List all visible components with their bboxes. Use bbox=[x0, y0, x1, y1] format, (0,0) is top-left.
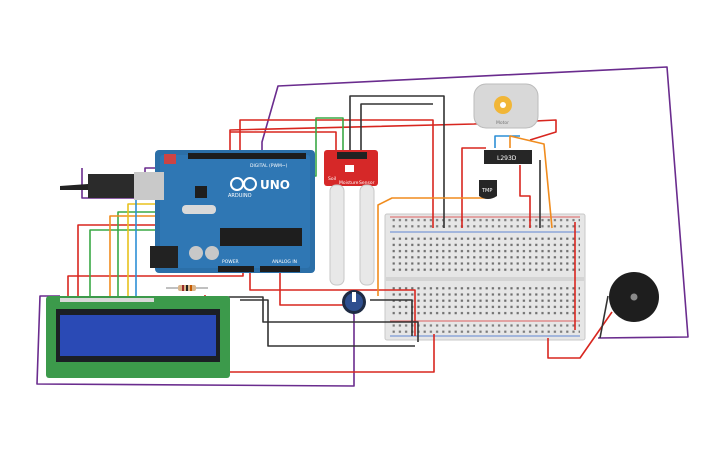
arduino-logo-icon bbox=[230, 177, 257, 191]
sensor-pin-sensor: Sensor bbox=[359, 180, 375, 186]
wire-black-top[interactable] bbox=[349, 95, 445, 228]
sensor-pin-moisture: Moisture bbox=[339, 180, 359, 186]
tmp-sensor[interactable]: TMP bbox=[479, 180, 497, 199]
power-jack bbox=[150, 246, 178, 268]
wire-red-left[interactable] bbox=[77, 224, 155, 296]
digital-label: DIGITAL (PWM~) bbox=[250, 163, 288, 169]
wire-black-pot[interactable] bbox=[370, 299, 413, 336]
driver-label: L293D bbox=[497, 155, 517, 162]
wire-purple-top-loop[interactable] bbox=[261, 66, 689, 339]
small-chip bbox=[195, 186, 207, 198]
capacitor-2 bbox=[205, 246, 219, 260]
top-terminal-strip bbox=[390, 234, 580, 274]
usb-plug bbox=[60, 184, 88, 190]
center-channel bbox=[386, 277, 584, 281]
wire-red-driver[interactable] bbox=[461, 147, 486, 228]
wire-red-pot[interactable] bbox=[279, 258, 343, 306]
piezo-buzzer[interactable] bbox=[609, 272, 659, 322]
arduino-uno[interactable]: UNO ARDUINO DIGITAL (PWM~) POWER ANALOG … bbox=[60, 150, 315, 273]
arduino-brand: UNO bbox=[260, 178, 290, 192]
wire-orange-driver[interactable] bbox=[509, 135, 553, 229]
wire-red-buzzer[interactable] bbox=[547, 311, 613, 359]
wire-black-lcd2[interactable] bbox=[240, 299, 415, 347]
top-power-rail bbox=[390, 218, 580, 231]
sensor-pin-soil: Soil bbox=[328, 176, 336, 182]
resistor[interactable] bbox=[166, 285, 208, 291]
digital-header bbox=[188, 153, 306, 159]
capacitor-1 bbox=[189, 246, 203, 260]
reset-button[interactable] bbox=[164, 154, 176, 164]
wire-black-top2[interactable] bbox=[360, 103, 433, 150]
tmp-label: TMP bbox=[481, 188, 492, 194]
crystal bbox=[182, 205, 216, 214]
wire-red-bottom[interactable] bbox=[249, 258, 416, 336]
analog-header bbox=[260, 266, 300, 272]
potentiometer[interactable] bbox=[342, 290, 366, 314]
wire-red-driver2[interactable] bbox=[519, 165, 531, 228]
analog-label: ANALOG IN bbox=[272, 259, 297, 265]
breadboard bbox=[384, 213, 586, 341]
dc-motor[interactable]: Motor bbox=[473, 83, 539, 129]
atmega-chip bbox=[220, 228, 302, 246]
usb-port bbox=[134, 172, 164, 200]
power-header bbox=[218, 266, 254, 272]
bottom-power-rail bbox=[390, 322, 580, 335]
wires bbox=[36, 66, 689, 387]
bottom-terminal-strip bbox=[390, 284, 580, 318]
power-label: POWER bbox=[222, 259, 239, 265]
wire-black-lcd[interactable] bbox=[225, 296, 419, 342]
arduino-logo-text: ARDUINO bbox=[228, 193, 252, 199]
wire-red-top[interactable] bbox=[239, 119, 434, 228]
lcd-pins bbox=[60, 298, 154, 302]
l293d-driver[interactable]: L293D bbox=[484, 150, 532, 164]
motor-label: Motor bbox=[496, 120, 509, 126]
wire-black-buzzer[interactable] bbox=[599, 295, 609, 339]
lcd-display[interactable] bbox=[46, 296, 230, 378]
soil-moisture-sensor[interactable]: Soil Moisture Sensor bbox=[324, 150, 378, 286]
wire-red-sensor[interactable] bbox=[230, 131, 337, 150]
lcd-screen bbox=[60, 315, 216, 356]
